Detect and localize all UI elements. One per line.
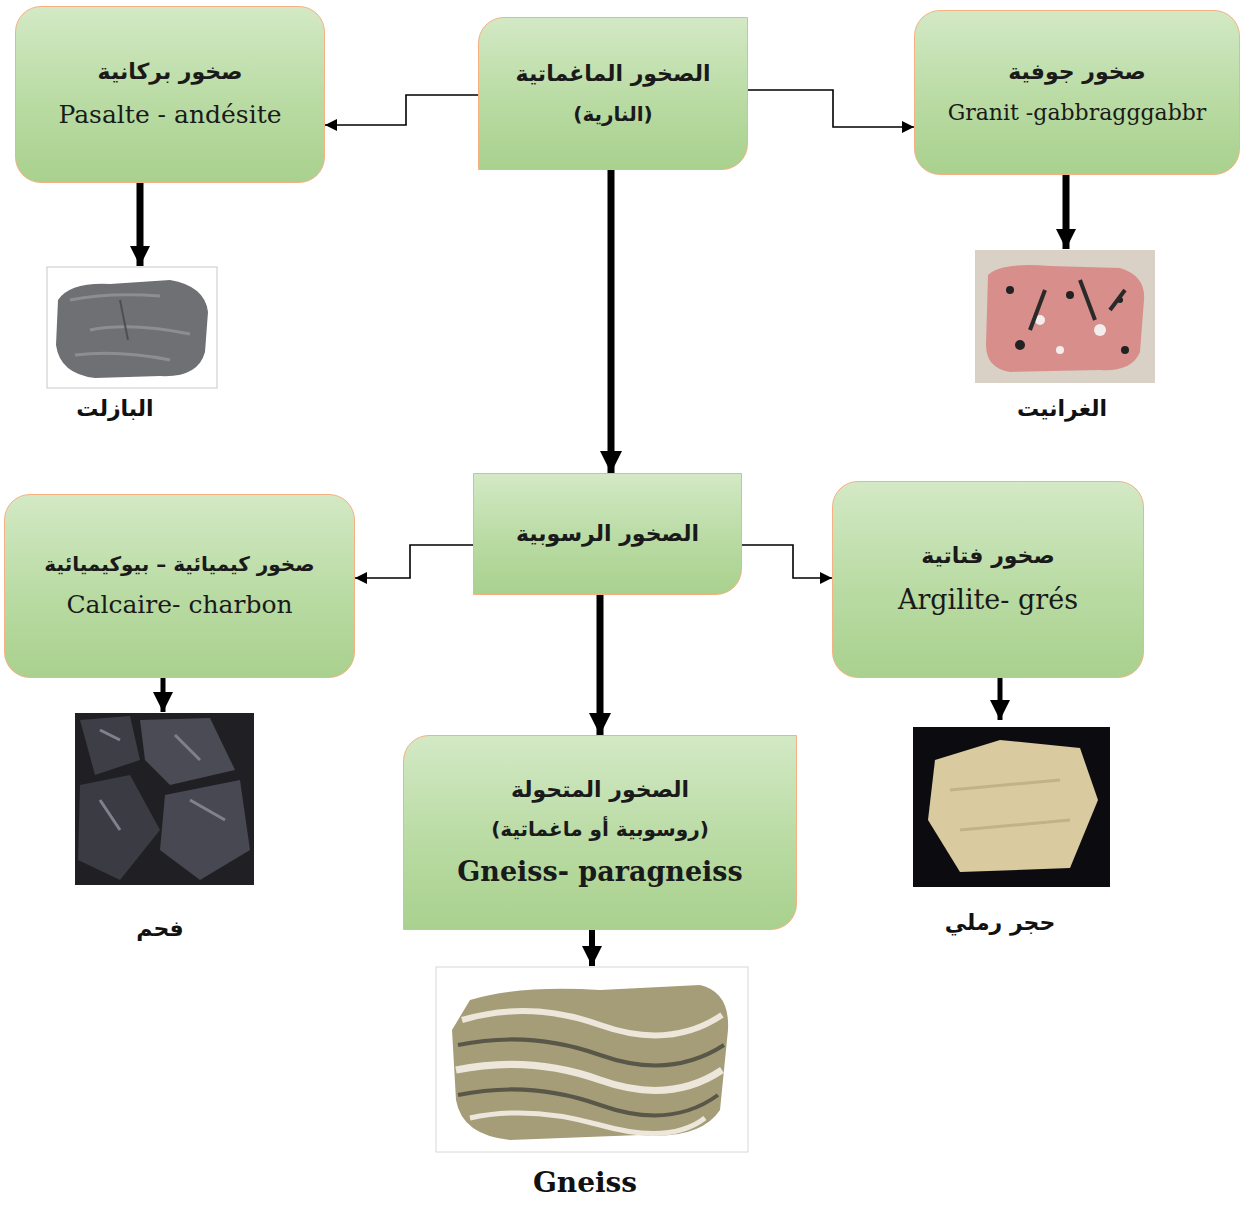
rock-type-box: صخور كيميائية – بيوكيميائية Calcaire- cha… xyxy=(4,494,355,678)
granite-picture xyxy=(975,250,1155,383)
rock-name-label: فحم xyxy=(136,916,184,941)
rock-type-box: صخور جوفية Granit -gabbragggabbr xyxy=(914,10,1240,175)
connector-arrow xyxy=(608,170,615,473)
box-text: Gneiss- paragneiss xyxy=(457,854,743,889)
box-text: Argilite- grés xyxy=(898,582,1078,617)
box-heading: صخور جوفية xyxy=(1008,58,1146,87)
picture-arrow xyxy=(1063,175,1070,249)
rock-class-box: الصخور الماغماتية (النارية) xyxy=(478,17,748,170)
box-text: (النارية) xyxy=(573,101,652,127)
box-text: Granit -gabbragggabbr xyxy=(948,99,1207,128)
coal-picture xyxy=(75,713,254,885)
box-heading: الصخور المتحولة xyxy=(511,776,689,805)
sandstone-picture xyxy=(913,727,1110,887)
box-text: Calcaire- charbon xyxy=(66,589,292,622)
connector-arrow xyxy=(748,90,914,127)
picture-arrow xyxy=(589,930,595,966)
box-text: (روسوبية أو ماغماتية) xyxy=(491,816,709,842)
picture-arrow xyxy=(137,183,144,266)
connector-arrow xyxy=(355,545,473,578)
picture-arrow xyxy=(998,678,1003,720)
rock-name-label: Gneiss xyxy=(533,1166,637,1199)
box-heading: صخور فتاتية xyxy=(921,542,1054,571)
box-heading: صخور كيميائية – بيوكيميائية xyxy=(44,551,314,577)
connector-arrow xyxy=(742,545,832,578)
rock-name-label: حجر رملي xyxy=(945,910,1056,935)
gneiss-picture xyxy=(436,967,748,1152)
rock-name-label: البازلت xyxy=(76,396,153,421)
rock-name-label: الغرانيت xyxy=(1017,396,1107,421)
rock-type-box: صخور فتاتية Argilite- grés xyxy=(832,481,1144,678)
rock-class-box: الصخور الرسوبية xyxy=(473,473,742,595)
picture-arrow xyxy=(161,678,166,712)
box-text: Pasalte - andésite xyxy=(59,99,282,132)
basalt-picture xyxy=(47,267,217,388)
box-heading: الصخور الماغماتية xyxy=(516,60,711,89)
connector-arrow xyxy=(597,595,604,735)
rock-class-box: الصخور المتحولة (روسوبية أو ماغماتية) Gnei… xyxy=(403,735,797,930)
rock-type-box: صخور بركانية Pasalte - andésite xyxy=(15,6,325,183)
connector-arrow xyxy=(325,95,478,125)
box-heading: صخور بركانية xyxy=(98,58,243,87)
box-heading: الصخور الرسوبية xyxy=(516,520,699,549)
